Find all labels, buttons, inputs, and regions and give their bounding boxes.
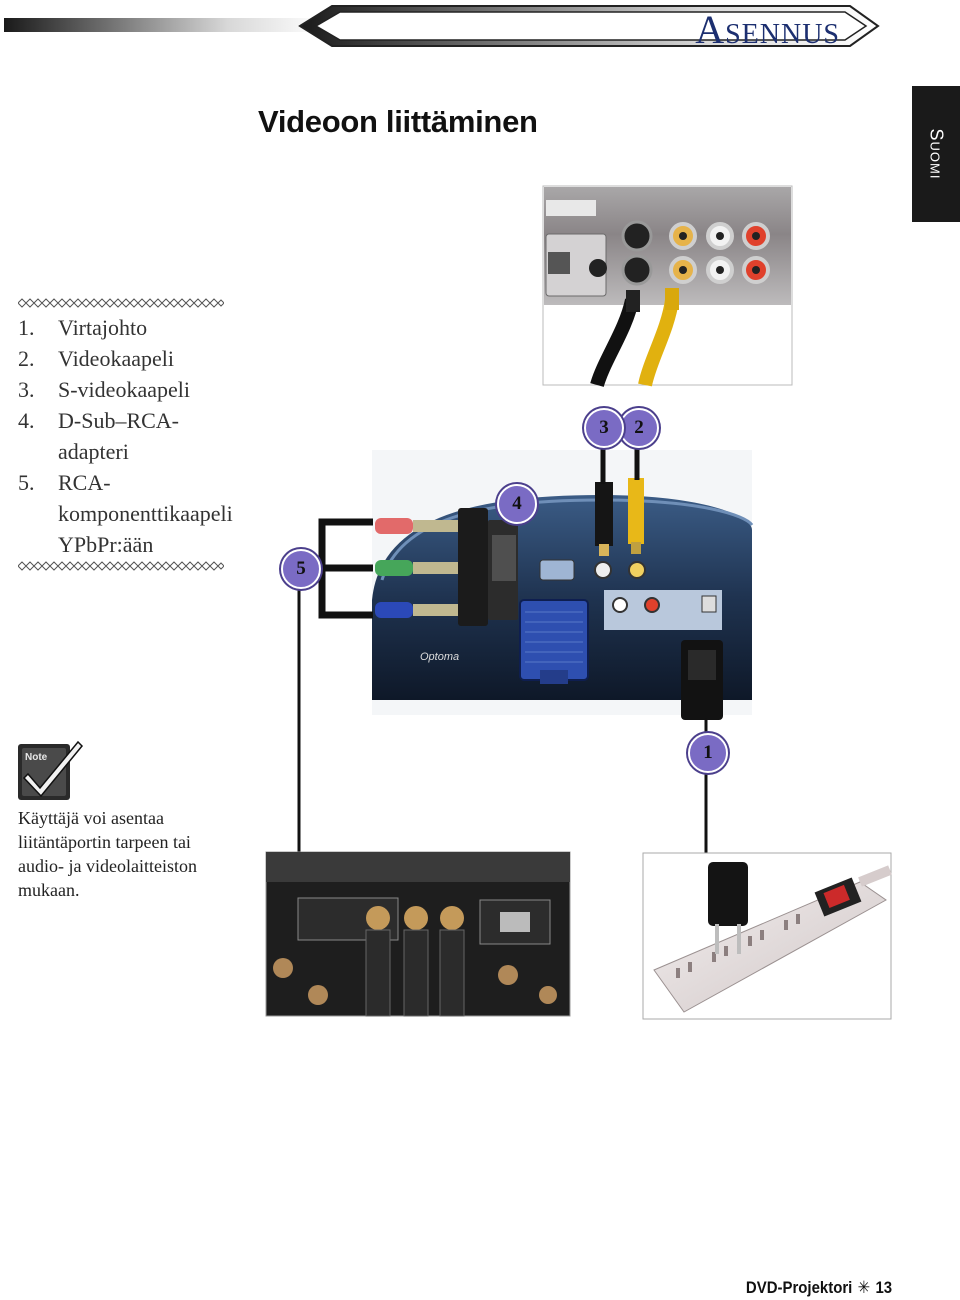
legend-number: 2.	[18, 346, 35, 371]
callout-2: 2	[619, 408, 659, 448]
legend-item: 2. Videokaapeli	[18, 343, 233, 374]
note-text: Käyttäjä voi asentaa liitäntäportin tarp…	[18, 808, 197, 900]
svg-text:Optoma: Optoma	[420, 651, 459, 663]
power-strip-photo	[642, 852, 892, 1020]
dvd-component-output-photo	[265, 851, 571, 1017]
legend-number: 1.	[18, 315, 35, 340]
page-footer: DVD-Projektori✳13	[746, 1278, 892, 1298]
diamond-border-top	[18, 298, 224, 308]
legend-number: 4.	[18, 408, 35, 433]
legend-item: 3. S-videokaapeli	[18, 374, 233, 405]
language-tab: Suomi	[912, 86, 960, 222]
callout-1: 1	[688, 733, 728, 773]
legend-item: 1. Virtajohto	[18, 312, 233, 343]
dvd-rear-panel-photo	[542, 185, 793, 388]
language-tab-label: Suomi	[926, 128, 947, 180]
legend-number: 5.	[18, 470, 35, 495]
legend-label: Videokaapeli	[58, 346, 174, 371]
footer-separator: ✳	[857, 1278, 871, 1297]
legend-label: D-Sub–RCA-adapteri	[58, 408, 180, 464]
legend-item: 5. RCA-komponenttikaapeli YPbPr:ään	[18, 467, 233, 560]
header-band	[4, 5, 880, 47]
legend-label: RCA-komponenttikaapeli YPbPr:ään	[58, 470, 233, 557]
projector-rear-photo: Optoma	[372, 450, 754, 720]
note-checkmark-icon: Note	[18, 740, 84, 800]
legend-item: 4. D-Sub–RCA-adapteri	[18, 405, 233, 467]
cable-legend: 1. Virtajohto 2. Videokaapeli 3. S-video…	[18, 312, 233, 560]
section-title: Asennus	[695, 7, 840, 52]
legend-label: Virtajohto	[58, 315, 148, 340]
diamond-border-bottom	[18, 561, 224, 571]
page-title: Videoon liittäminen	[258, 104, 538, 139]
legend-label: S-videokaapeli	[58, 377, 190, 402]
callout-4: 4	[497, 484, 537, 524]
callout-5: 5	[281, 549, 321, 589]
note-icon-label: Note	[25, 752, 48, 763]
page-number: 13	[875, 1278, 892, 1297]
legend-number: 3.	[18, 377, 35, 402]
callout-3: 3	[584, 408, 624, 448]
footer-product: DVD-Projektori	[745, 1278, 853, 1297]
